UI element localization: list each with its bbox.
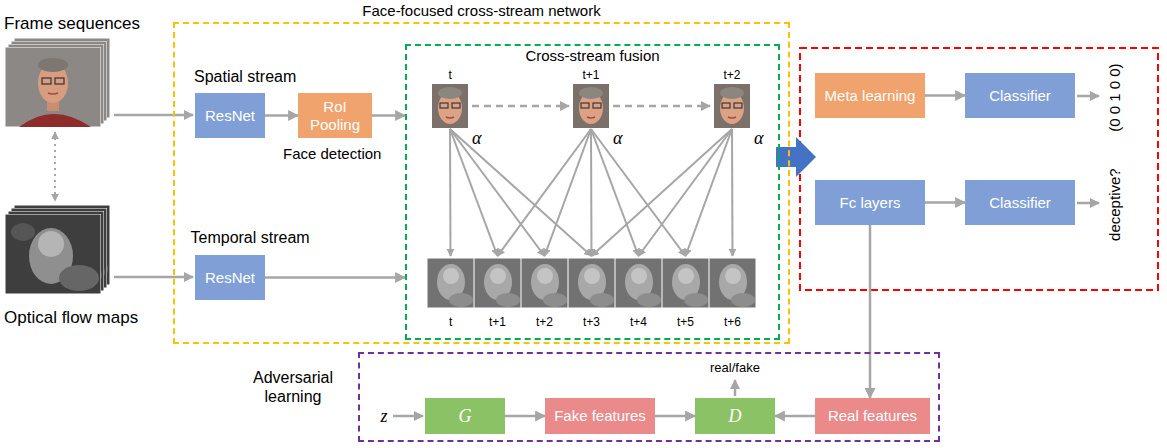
- fusion-line: [592, 129, 733, 256]
- output-label: deceptive?: [1105, 168, 1122, 241]
- text-label: t+3: [583, 316, 600, 330]
- text-label: z: [381, 406, 388, 427]
- optical-flow-map: [5, 214, 101, 294]
- temporal-dashed-arrow: [613, 105, 710, 108]
- box-label: G: [459, 406, 472, 427]
- connector-arrow: [775, 415, 815, 418]
- fusion-line: [591, 129, 639, 256]
- process-box: Classifier: [965, 180, 1075, 225]
- process-box: Real features: [815, 398, 930, 434]
- video-frame: [5, 47, 101, 127]
- flow-frame: [521, 258, 568, 308]
- face-crop: [573, 84, 609, 128]
- text-label: α: [754, 128, 763, 149]
- process-box: Meta learning: [815, 73, 925, 118]
- process-box: Classifier: [965, 73, 1075, 118]
- face-crop: [714, 84, 750, 128]
- temporal-dashed-arrow: [472, 105, 569, 108]
- flow-frame: [568, 258, 615, 308]
- flow-frame: [474, 258, 521, 308]
- flow-frame: [662, 258, 709, 308]
- process-box: ResNet: [195, 255, 265, 300]
- region-title: Face-focused cross-stream network: [175, 2, 788, 19]
- dotted-link: [54, 132, 56, 201]
- process-box: ResNet: [195, 93, 265, 138]
- fusion-line: [686, 129, 733, 256]
- fusion-line: [450, 129, 545, 256]
- discriminator-output: [734, 380, 737, 396]
- text-label: Temporal stream: [191, 229, 310, 247]
- fusion-line: [449, 129, 452, 256]
- fusion-line: [450, 129, 592, 256]
- text-label: Frame sequences: [4, 14, 140, 34]
- flow-frame: [427, 258, 474, 308]
- process-box: Fc layers: [815, 180, 925, 225]
- text-label: α: [613, 128, 622, 149]
- flow-frame: [615, 258, 662, 308]
- input-arrow: [114, 276, 193, 279]
- noise-arrow: [393, 415, 423, 418]
- process-box: Fake features: [545, 398, 655, 434]
- text-label: t+6: [724, 316, 741, 330]
- text-label: Face detection: [283, 145, 381, 162]
- text-label: Spatial stream: [194, 68, 296, 86]
- fusion-line: [545, 129, 592, 256]
- connector-arrow: [869, 225, 872, 398]
- output-arrow: [1077, 202, 1099, 205]
- text-label: t+1: [489, 316, 506, 330]
- region-title: Adversarial learning: [238, 368, 348, 406]
- region-title: Cross-stream fusion: [407, 46, 778, 64]
- text-label: real/fake: [710, 361, 760, 376]
- output-label: (0 0 1 0 0): [1106, 63, 1123, 131]
- face-crop: [432, 84, 468, 128]
- connector-arrow: [372, 114, 405, 117]
- fusion-line: [498, 129, 592, 256]
- green-dashed-region: Cross-stream fusion: [405, 44, 780, 340]
- fusion-line: [731, 129, 734, 256]
- box-label: D: [729, 406, 742, 427]
- flow-frame: [709, 258, 756, 308]
- process-box: RoI Pooling: [298, 93, 372, 138]
- output-arrow: [1077, 95, 1099, 98]
- process-box: D: [695, 398, 775, 434]
- box-label: Fake features: [554, 407, 646, 424]
- process-box: G: [425, 398, 505, 434]
- fusion-line: [639, 129, 733, 256]
- text-label: Optical flow maps: [4, 308, 138, 328]
- purple-dashed-region: Adversarial learningGFake featuresDReal …: [358, 352, 940, 442]
- text-label: t+5: [677, 316, 694, 330]
- fusion-line: [591, 129, 686, 256]
- connector-arrow: [265, 276, 405, 279]
- box-label: ResNet: [205, 269, 255, 286]
- connector-arrow: [505, 415, 545, 418]
- box-label: ResNet: [205, 107, 255, 124]
- input-arrow: [114, 114, 193, 117]
- box-label: Classifier: [989, 194, 1051, 211]
- text-label: t+2: [724, 69, 741, 83]
- big-blue-arrow: [776, 137, 816, 177]
- box-label: Fc layers: [840, 194, 901, 211]
- connector-arrow: [925, 201, 965, 204]
- text-label: t+2: [536, 316, 553, 330]
- box-label: RoI Pooling: [302, 98, 368, 133]
- fusion-line: [590, 129, 593, 256]
- box-label: Classifier: [989, 87, 1051, 104]
- fusion-lines: [450, 129, 733, 256]
- classifier-region: [800, 48, 1158, 290]
- text-label: α: [472, 128, 481, 149]
- box-label: Meta learning: [825, 87, 916, 104]
- connector-arrow: [655, 415, 695, 418]
- connector-arrow: [265, 114, 298, 117]
- text-label: t: [449, 316, 452, 330]
- text-label: t+4: [630, 316, 647, 330]
- fusion-line: [450, 129, 498, 256]
- text-label: t+1: [583, 69, 600, 83]
- text-label: t: [449, 69, 452, 83]
- connector-arrow: [925, 94, 965, 97]
- box-label: Real features: [828, 407, 917, 424]
